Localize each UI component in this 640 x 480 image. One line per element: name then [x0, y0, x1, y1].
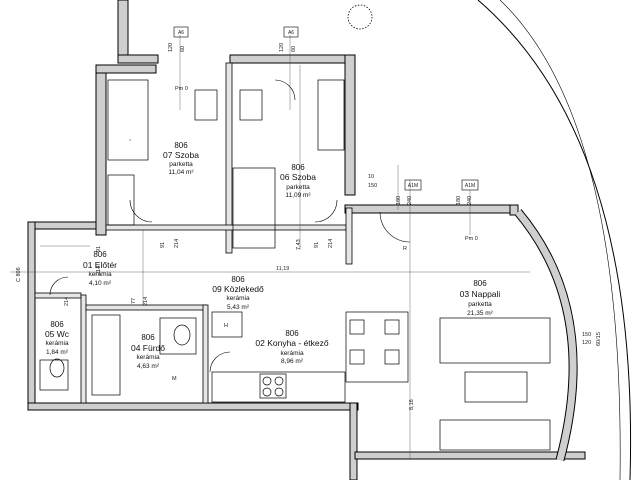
- dim-text: 7,43: [296, 239, 302, 250]
- furniture: [39, 79, 551, 451]
- room-number: 806: [50, 320, 64, 329]
- dim-text: 120: [582, 340, 591, 346]
- section-tag-a1m-1: A1M: [404, 179, 422, 191]
- dim-text: 77: [131, 298, 137, 304]
- room-floor: kerámia: [136, 354, 160, 361]
- room-floor: kerámia: [88, 271, 112, 278]
- dim-text: 240: [407, 196, 413, 205]
- dim-text: 10: [368, 174, 374, 180]
- room-number: 806: [141, 333, 155, 342]
- section-tag-text: A1M: [465, 183, 475, 189]
- dim-text: 11,19: [276, 266, 289, 272]
- room-area: 5,43 m²: [227, 304, 250, 311]
- dim-text: C 806: [16, 267, 22, 282]
- room-floor: kerámia: [280, 350, 304, 357]
- reference-lines: [10, 35, 530, 460]
- room-area: 4,63 m²: [137, 363, 160, 370]
- room-label-07-szoba: 806 07 Szoba parketta 11,04 m²: [163, 141, 199, 176]
- dim-text: 214: [143, 297, 149, 306]
- room-number: 806: [285, 329, 299, 338]
- dim-text: 180: [396, 196, 402, 205]
- dim-text: 120: [279, 43, 285, 52]
- room-label-09-kozlekedo: 806 09 Közlekedő kerámia 5,43 m²: [212, 275, 264, 311]
- room-area: 21,35 m²: [467, 310, 493, 317]
- door-swings: [49, 79, 411, 373]
- room-floor: parketta: [169, 161, 193, 168]
- dim-text: 60/15: [596, 332, 602, 346]
- balcony-inner-arc: [499, 0, 621, 480]
- room-area: 8,96 m²: [281, 358, 304, 365]
- partitions: [34, 62, 353, 404]
- dim-text: 150: [368, 183, 377, 189]
- section-tag-a6-2: A6: [283, 26, 299, 38]
- room-label-06-szoba: 806 06 Szoba parketta 11,09 m²: [280, 163, 316, 199]
- dim-text: Pm 0: [175, 86, 188, 92]
- dim-text: 214: [64, 297, 70, 306]
- section-tag-a1m-2: A1M: [461, 179, 479, 191]
- dim-text: 60: [291, 46, 297, 52]
- dim-text: 180: [456, 196, 462, 205]
- room-number: 806: [174, 141, 188, 150]
- room-floor: parketta: [286, 184, 310, 191]
- room-number: 806: [291, 163, 305, 172]
- walls: [27, 0, 586, 480]
- room-number: 806: [93, 250, 107, 259]
- section-tag-text: A1M: [408, 183, 418, 189]
- room-area: 4,10 m²: [89, 280, 112, 287]
- room-name: 04 Fürdő: [131, 343, 165, 353]
- room-area: 11,09 m²: [285, 192, 311, 199]
- room-area: 11,04 m²: [168, 169, 194, 176]
- room-floor: parketta: [468, 301, 492, 308]
- dim-text: 60: [180, 46, 186, 52]
- room-name: 01 Előtér: [83, 260, 117, 270]
- dim-text: 214: [328, 239, 334, 248]
- room-name: 02 Konyha - étkező: [255, 338, 329, 348]
- dim-text: 240: [467, 196, 473, 205]
- dim-text: 214: [174, 239, 180, 248]
- room-label-03-nappali: 806 03 Nappali parketta 21,35 m²: [460, 279, 501, 317]
- dim-text: 91: [314, 242, 320, 248]
- dim-text: H: [224, 323, 228, 329]
- room-label-01-eloter: 806 01 Előtér kerámia 4,10 m²: [83, 250, 117, 287]
- dim-text: 8,16: [409, 399, 415, 410]
- room-floor: kerámia: [45, 340, 69, 347]
- column-hatched: [347, 4, 373, 30]
- section-tag-text: A6: [288, 30, 294, 36]
- room-name: 09 Közlekedő: [212, 284, 264, 294]
- room-name: 07 Szoba: [163, 150, 199, 160]
- section-tag-a6-1: A6: [173, 26, 189, 38]
- balcony-outer-arc: [477, 0, 632, 480]
- dim-text: 120: [168, 43, 174, 52]
- dim-text: 214: [96, 266, 102, 275]
- room-label-05-wc: 806 05 Wc kerámia 1,84 m²: [45, 320, 70, 356]
- room-number: 806: [231, 275, 245, 284]
- dimension-labels: 120 60 120 60 10 150 180 240 180 240 Pm …: [16, 43, 602, 410]
- room-name: 03 Nappali: [460, 289, 501, 299]
- dim-text: Pm 0: [465, 236, 478, 242]
- room-floor: kerámia: [226, 295, 250, 302]
- room-name: 05 Wc: [45, 329, 70, 339]
- section-tag-text: A6: [178, 30, 184, 36]
- dim-text: 91: [160, 242, 166, 248]
- room-number: 806: [473, 279, 487, 288]
- room-name: 06 Szoba: [280, 172, 316, 182]
- dim-text: R: [403, 246, 407, 252]
- dim-text: 91: [96, 246, 102, 252]
- dim-text: M: [172, 376, 177, 382]
- room-label-02-konyha-etkezo: 806 02 Konyha - étkező kerámia 8,96 m²: [255, 329, 329, 365]
- room-area: 1,84 m²: [46, 349, 69, 356]
- curved-wall-inner: [515, 209, 577, 461]
- room-label-04-furdo: 806 04 Fürdő kerámia 4,63 m²: [131, 333, 165, 370]
- dim-text: 150: [582, 332, 591, 338]
